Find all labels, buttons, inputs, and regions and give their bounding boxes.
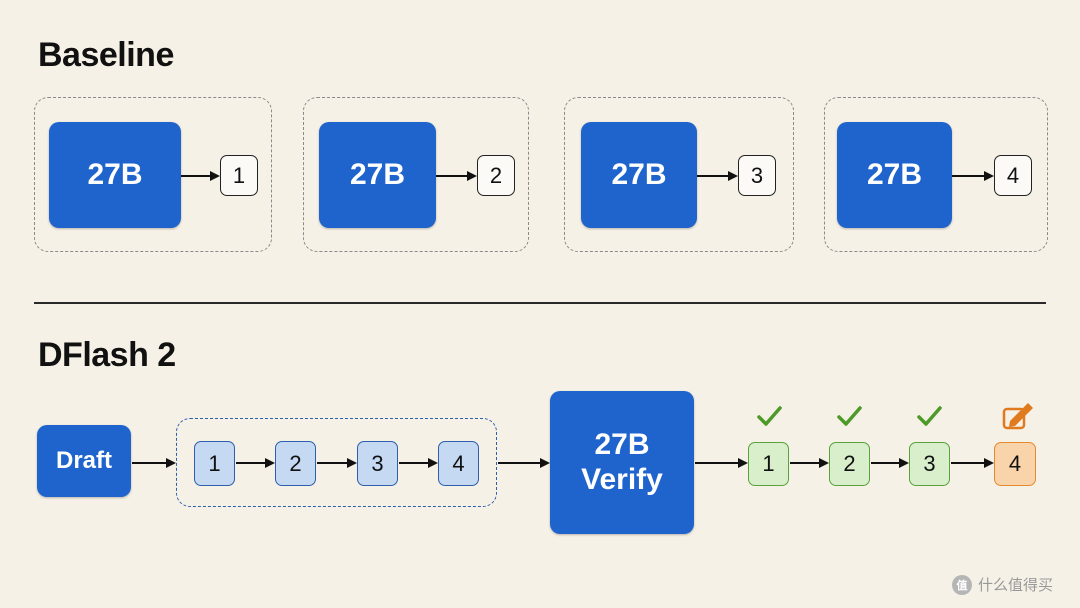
check-icon	[757, 406, 782, 426]
watermark-text: 什么值得买	[978, 577, 1054, 594]
baseline-token-2: 2	[477, 155, 515, 196]
draft-tokens-group	[176, 418, 497, 507]
dflash-title: DFlash 2	[38, 336, 176, 374]
watermark: 值 什么值得买	[952, 574, 1053, 595]
baseline-model-block-4: 27B	[837, 122, 952, 228]
baseline-title: Baseline	[38, 36, 174, 74]
edit-icon	[1002, 403, 1033, 430]
draft-model-block: Draft	[37, 425, 131, 497]
section-divider	[34, 302, 1046, 304]
check-icon	[917, 406, 942, 426]
draft-token-4: 4	[438, 441, 479, 486]
verify-label: Verify	[581, 462, 663, 496]
baseline-step-3	[564, 97, 794, 252]
baseline-token-3: 3	[738, 155, 776, 196]
baseline-step-1	[34, 97, 272, 252]
baseline-model-block-2: 27B	[319, 122, 436, 228]
watermark-logo: 值	[952, 574, 972, 595]
verify-model-name: 27B	[594, 428, 650, 461]
baseline-model-block-1: 27B	[49, 122, 181, 228]
baseline-model-block-3: 27B	[581, 122, 697, 228]
baseline-token-4: 4	[994, 155, 1032, 196]
draft-token-1: 1	[194, 441, 235, 486]
draft-token-3: 3	[357, 441, 398, 486]
baseline-token-1: 1	[220, 155, 258, 196]
verify-model-block: 27B Verify	[550, 391, 694, 534]
draft-token-2: 2	[275, 441, 316, 486]
output-token-1: 1	[748, 442, 789, 486]
baseline-step-4	[824, 97, 1048, 252]
baseline-step-2	[303, 97, 529, 252]
output-token-3: 3	[909, 442, 950, 486]
check-icon	[837, 406, 862, 426]
output-token-2: 2	[829, 442, 870, 486]
output-token-4: 4	[994, 442, 1036, 486]
